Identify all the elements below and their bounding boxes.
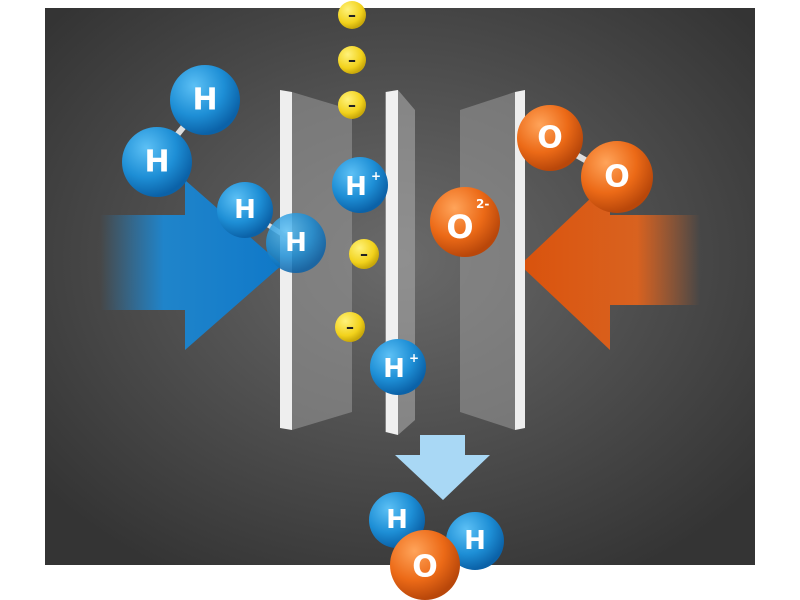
svg-text:H: H [234,195,256,225]
svg-text:2-: 2- [476,197,489,211]
water-molecule: H H O [369,492,504,600]
svg-text:+: + [371,169,381,183]
electron: – [338,46,366,74]
svg-text:H: H [345,172,367,202]
svg-text:H: H [285,228,307,258]
electron: – [335,312,365,342]
svg-text:H: H [386,505,408,535]
oxygen-input-arrow [520,180,700,350]
svg-text:+: + [409,351,419,365]
svg-text:–: – [346,318,354,337]
hydrogen-molecule: H H [122,65,240,197]
svg-text:–: – [360,245,368,264]
product-arrow [395,435,490,500]
svg-text:–: – [348,6,356,25]
electron: – [349,239,379,269]
electron: – [338,91,366,119]
svg-text:O: O [537,121,563,156]
oxygen-molecule: O O [517,105,653,213]
svg-text:O: O [412,550,438,585]
svg-text:H: H [383,354,405,384]
proton: H + [370,339,426,395]
svg-text:O: O [446,208,473,246]
svg-text:H: H [144,145,169,180]
electron: – [338,1,366,29]
svg-text:H: H [192,83,217,118]
hydrogen-molecule-entering: H H [217,182,326,273]
cathode-plate [460,90,525,430]
svg-text:O: O [604,160,630,195]
proton: H + [332,157,388,213]
hydrogen-input-arrow [100,180,282,350]
svg-text:–: – [348,96,356,115]
svg-text:–: – [348,51,356,70]
svg-text:H: H [464,526,486,556]
oxide-ion: O 2- [430,187,500,257]
